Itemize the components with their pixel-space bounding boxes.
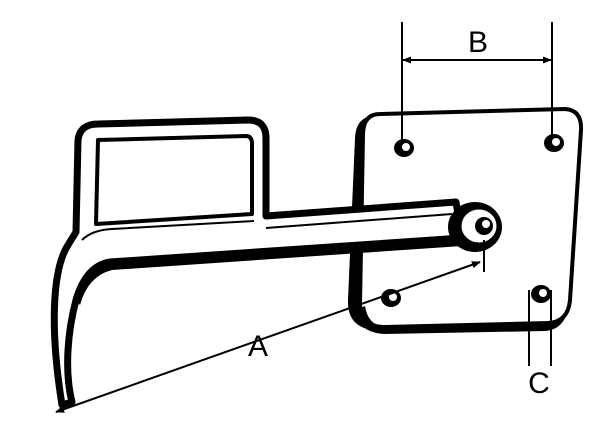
pivot-bushing [448, 202, 502, 252]
dimension-b: B [401, 22, 553, 142]
dimension-c-label: C [528, 367, 550, 400]
dimension-c: C [528, 290, 552, 400]
dimension-a: A [55, 240, 485, 413]
dimension-a-label: A [248, 330, 268, 363]
hole-top-right [544, 134, 564, 152]
dimension-b-label: B [468, 26, 488, 59]
hole-bottom-right [531, 285, 551, 303]
dimension-a-arrow [55, 261, 481, 413]
hole-top-left [394, 139, 414, 157]
